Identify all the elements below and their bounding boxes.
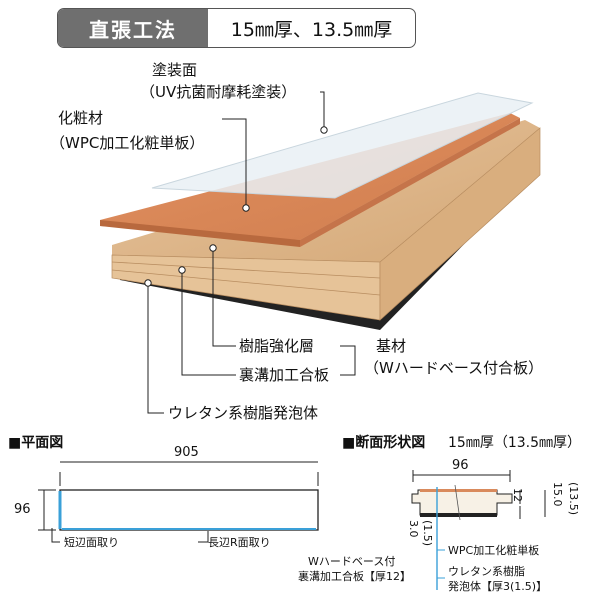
thickness-title: 15㎜厚、13.5㎜厚 <box>230 18 393 41</box>
urethan-label: ウレタン系樹脂発泡体 <box>168 404 319 422</box>
section-wpc: WPC加工化粧単板 <box>448 544 540 557</box>
veneer-sub: （WPC加工化粧単板） <box>50 134 205 152</box>
resin-layer-label: 樹脂強化層 <box>239 337 315 355</box>
dim-1-5: (1.5) <box>421 520 434 547</box>
base-plywood-end <box>379 127 541 321</box>
section-foam-line2: 発泡体【厚3(1.5)】 <box>448 580 548 593</box>
section-thickness: 15㎜厚（13.5㎜厚） <box>448 435 581 451</box>
section-profile <box>411 470 546 590</box>
section-base-line1: Wハードベース付 <box>308 555 396 568</box>
plan-board <box>59 489 319 531</box>
section-view-title: ■断面形状図 <box>342 435 426 451</box>
section-foam-line1: ウレタン系樹脂 <box>448 565 525 578</box>
coating-layer <box>151 92 534 199</box>
base-title: 基材 <box>376 337 407 355</box>
dim-3-0: 3.0 <box>407 520 420 538</box>
base-sub: （Wハードベース付合板） <box>364 359 544 377</box>
plan-view-title: ■平面図 <box>8 435 64 451</box>
section-base-line2: 裏溝加工合板【厚12】 <box>298 570 411 583</box>
dim-13-5: (13.5) <box>567 482 580 516</box>
coating-sub: （UV抗菌耐摩耗塗装） <box>140 83 297 101</box>
long-edge-label: 長辺R面取り <box>208 536 271 549</box>
coating-title: 塗装面 <box>152 61 198 79</box>
plan-length: 905 <box>174 445 199 460</box>
short-edge-label: 短辺面取り <box>64 536 119 549</box>
section-width: 96 <box>452 458 469 473</box>
method-header: 直張工法 15㎜厚、13.5㎜厚 <box>57 8 416 48</box>
plan-width: 96 <box>14 502 31 517</box>
grooved-ply-label: 裏溝加工合板 <box>239 366 330 384</box>
dim-15: 15.0 <box>551 482 564 507</box>
method-title: 直張工法 <box>58 9 208 47</box>
veneer-title: 化粧材 <box>58 109 104 127</box>
dim-12: 12 <box>511 488 524 502</box>
